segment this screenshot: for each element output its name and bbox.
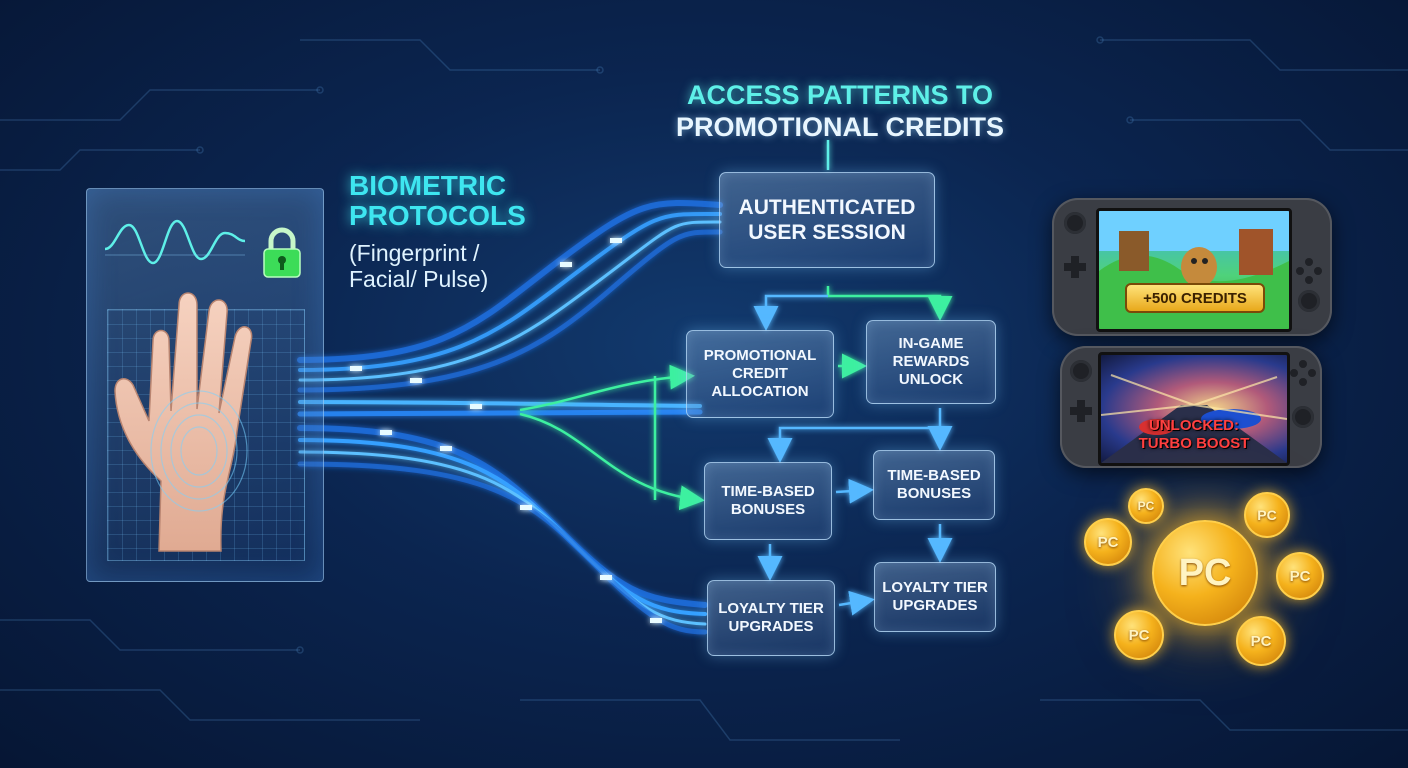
unlock-text-line-1: UNLOCKED: [1149,417,1239,434]
right-stick-icon [1298,290,1320,312]
biometric-subtitle-line-2: Facial/ Pulse) [349,266,489,292]
game-console-top: +500 CREDITS [1052,198,1332,336]
node-loyalty-left: LOYALTY TIER UPGRADES [707,580,835,656]
page-title-line-1: ACCESS PATTERNS TO [686,80,994,110]
stream-sparks [350,238,662,623]
credits-banner: +500 CREDITS [1125,283,1265,313]
node-time-bonuses-right: TIME-BASED BONUSES [873,450,995,520]
console-screen-top: +500 CREDITS [1096,208,1292,332]
race-scene-icon [1101,374,1287,463]
coin-small: PC [1276,552,1324,600]
page-title-line-2: PROMOTIONAL CREDITS [675,112,1004,142]
console-screen-bottom: UNLOCKED: TURBO BOOST [1098,352,1290,466]
flow-connectors [519,140,953,616]
node-authenticated-session: AUTHENTICATED USER SESSION [719,172,935,268]
dpad-icon [1064,256,1086,278]
node-ingame-rewards: IN-GAME REWARDS UNLOCK [866,320,996,404]
coin-small: PC [1084,518,1132,566]
right-stick-icon [1292,406,1314,428]
coin-small: PC [1128,488,1164,524]
game-console-bottom: UNLOCKED: TURBO BOOST [1060,346,1322,468]
dpad-icon [1070,400,1092,422]
palm-scan-icon [114,292,253,552]
biometric-subtitle-line-1: (Fingerprint / [349,240,480,266]
circuit-traces [0,36,1408,741]
waveform-icon [105,219,245,265]
biometric-title-line-1: BIOMETRIC [349,170,507,201]
left-stick-icon [1070,360,1092,382]
unlock-text-line-2: TURBO BOOST [1138,435,1250,452]
node-time-bonuses-left: TIME-BASED BONUSES [704,462,832,540]
face-buttons-icon [1296,258,1322,284]
node-credit-allocation: PROMOTIONAL CREDIT ALLOCATION [686,330,834,418]
node-loyalty-right: LOYALTY TIER UPGRADES [874,562,996,632]
left-stick-icon [1064,212,1086,234]
coin-small: PC [1244,492,1290,538]
face-buttons-icon [1290,360,1316,386]
padlock-icon [263,227,301,278]
biometric-scanner-panel [86,188,324,582]
coin-large: PC [1152,520,1258,626]
biometric-title-line-2: PROTOCOLS [349,200,526,231]
coin-small: PC [1236,616,1286,666]
coin-small: PC [1114,610,1164,660]
